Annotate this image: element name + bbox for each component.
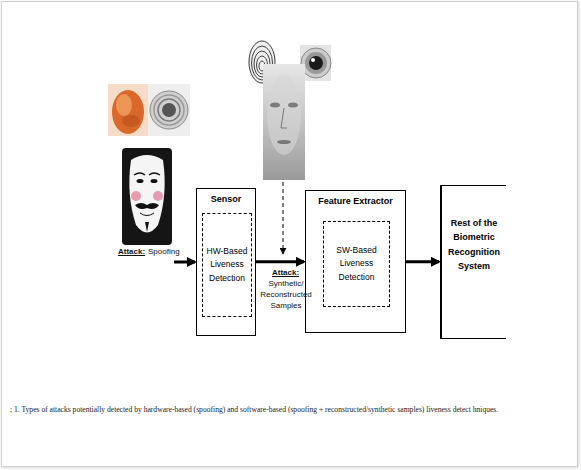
synthetic-iris-image xyxy=(305,52,327,74)
spoof-mask-image xyxy=(151,179,158,183)
printed-iris-image xyxy=(150,91,188,129)
spoof-mask-image xyxy=(140,213,154,216)
synthetic-face-image xyxy=(263,64,305,180)
spoof-mask-image xyxy=(153,191,163,201)
prosthetic-finger-image xyxy=(116,94,132,116)
attack-label: Attack: xyxy=(118,247,145,258)
prosthetic-finger-image xyxy=(112,90,144,134)
hw-liveness-box: HW-Based Liveness Detection xyxy=(202,213,252,317)
spoof-arrow xyxy=(174,261,195,264)
attack-type-label: Synthetic/ Reconstructed Samples xyxy=(253,279,319,311)
sw-liveness-box: SW-Based Liveness Detection xyxy=(323,221,390,307)
flow-arrow xyxy=(256,260,304,263)
synthetic-face-image xyxy=(263,64,305,180)
synthetic-iris-image xyxy=(311,58,315,62)
spoof-mask-image xyxy=(135,203,159,209)
synthetic-sample-arrow xyxy=(283,182,284,254)
feature-extractor-box: Feature ExtractorSW-Based Liveness Detec… xyxy=(305,190,406,333)
spoof-mask-image xyxy=(131,191,141,201)
printed-iris-image xyxy=(154,95,184,125)
node-text: Sensor xyxy=(197,189,255,206)
printed-iris-image xyxy=(158,99,180,121)
prosthetic-finger-image xyxy=(122,115,140,127)
synthetic-face-image xyxy=(267,75,301,155)
flow-arrow xyxy=(406,260,439,263)
attack-label: Attack: xyxy=(272,268,299,279)
spoof-mask-image xyxy=(122,148,172,245)
spoof-mask-image xyxy=(137,179,144,183)
rest-of-system-box: Rest of the Biometric Recognition System xyxy=(440,185,506,339)
spoof-mask-image xyxy=(129,155,164,233)
synthetic-iris-image xyxy=(309,56,323,70)
spoof-mask-image xyxy=(145,222,149,232)
node-text: Feature Extractor xyxy=(306,191,405,208)
attack-type-label: Spoofing xyxy=(148,247,180,258)
node-text: Rest of the Biometric Recognition System xyxy=(442,216,506,274)
spoof-arrow xyxy=(174,262,195,263)
spoof-mask-image xyxy=(122,148,172,245)
sensor-box: SensorHW-Based Liveness Detection xyxy=(196,188,256,336)
synthetic-face-image xyxy=(277,140,291,144)
synthetic-face-image xyxy=(281,108,287,128)
synthetic-sample-arrow xyxy=(283,182,284,254)
spoof-mask-image xyxy=(134,173,160,175)
printed-iris-image xyxy=(162,103,176,117)
prosthetic-finger-image xyxy=(108,84,148,136)
synthetic-face-image xyxy=(270,103,280,108)
figure-caption: ; 1. Types of attacks potentially detect… xyxy=(10,404,568,415)
synthetic-face-image xyxy=(288,103,298,108)
printed-iris-image xyxy=(148,84,190,136)
node-text: SW-Based Liveness Detection xyxy=(324,244,389,285)
node-text: HW-Based Liveness Detection xyxy=(203,245,251,286)
prosthetic-finger-image xyxy=(108,84,148,136)
printed-iris-image xyxy=(148,84,190,136)
synthetic-iris-image xyxy=(301,48,331,78)
